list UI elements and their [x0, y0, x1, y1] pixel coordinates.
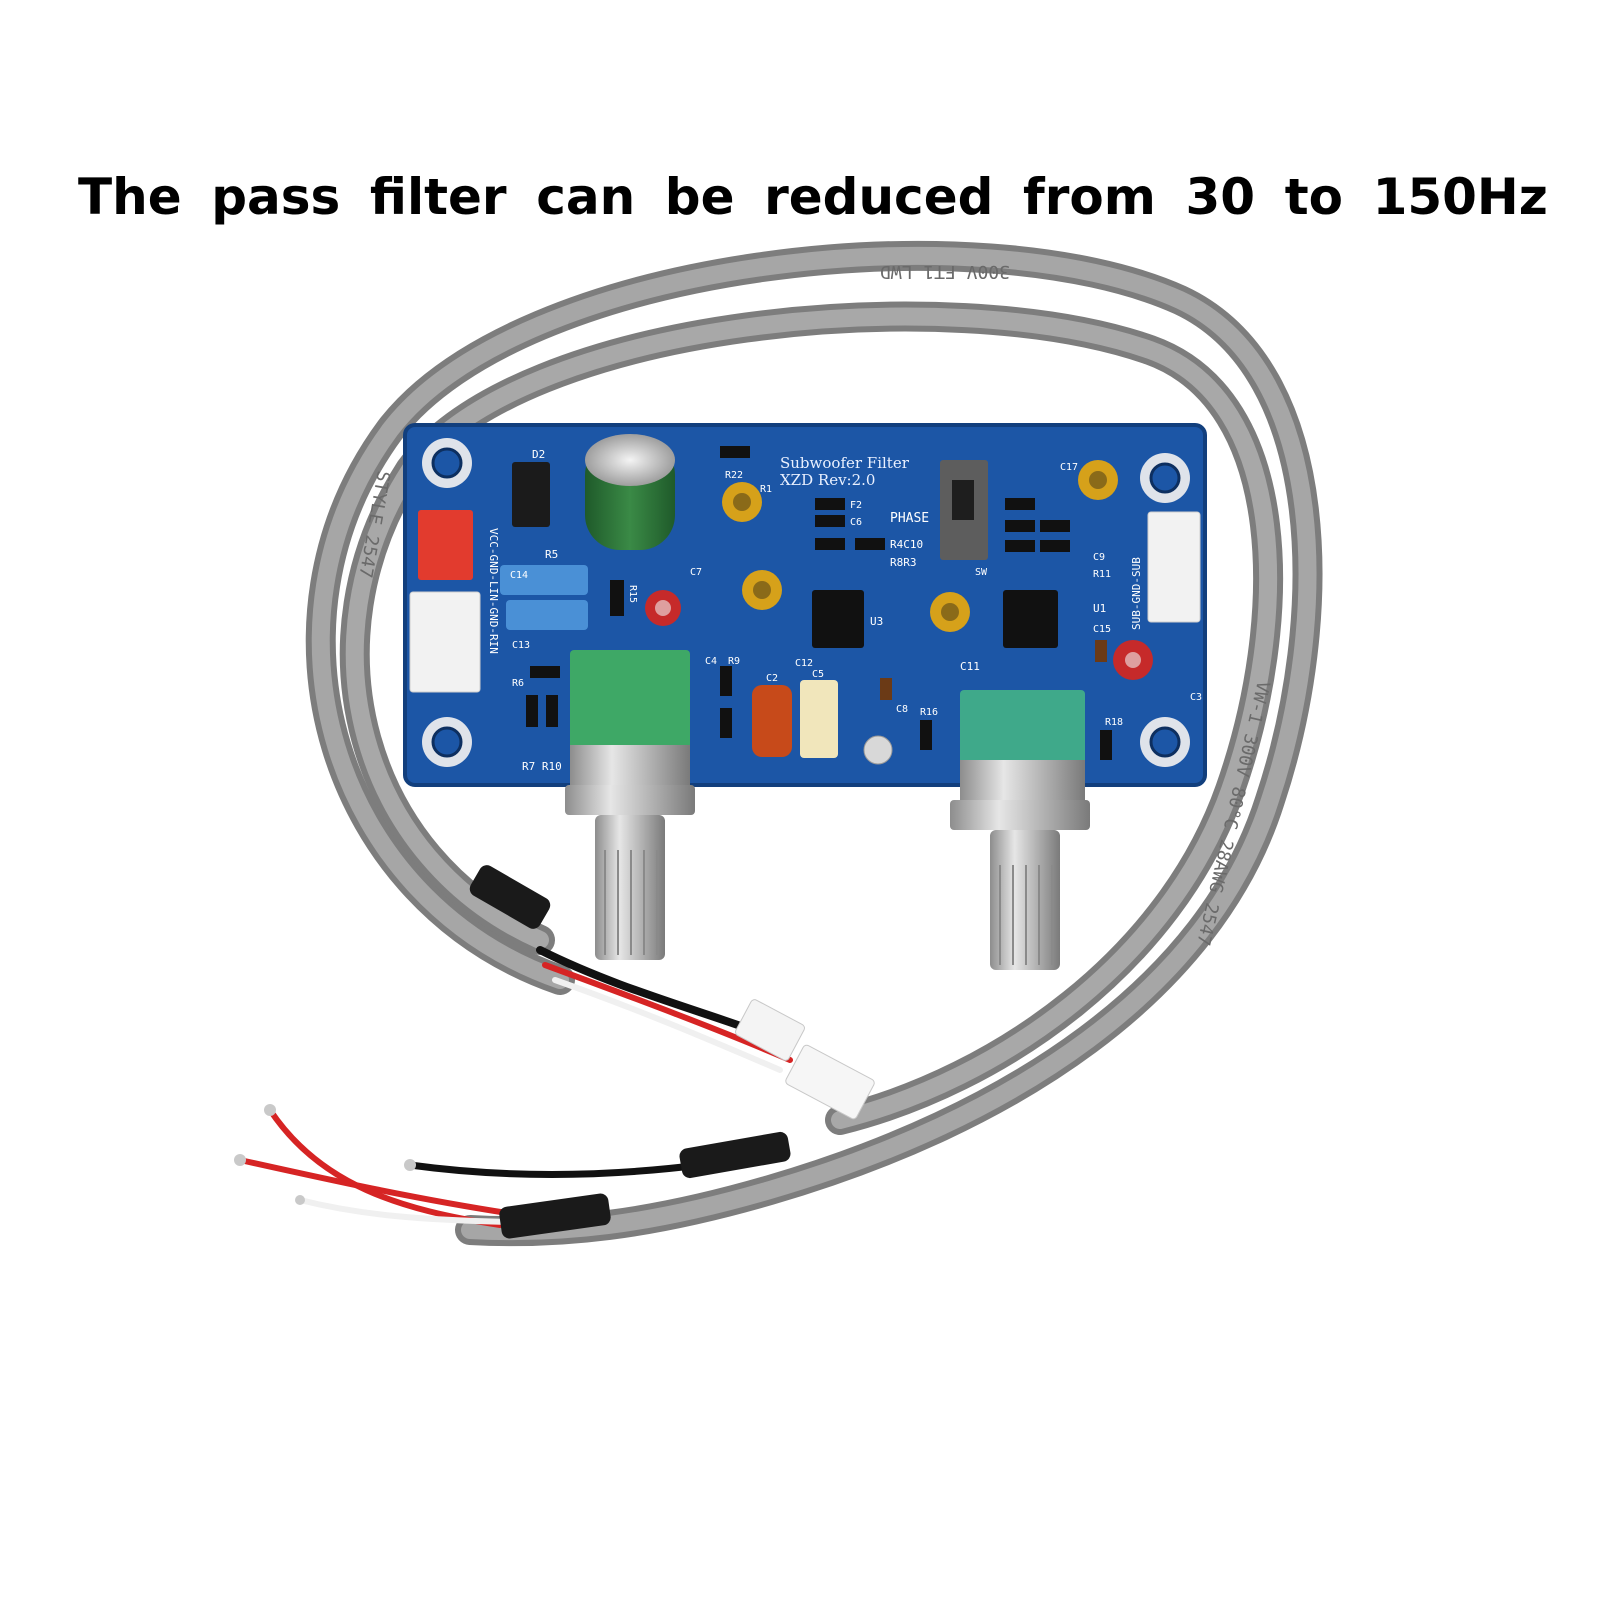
- ref-c6: C6: [850, 517, 862, 528]
- pcb-board: Subwoofer Filter XZD Rev:2.0 PHASE VCC-G…: [403, 423, 1207, 970]
- ref-c2: C2: [766, 673, 778, 684]
- ref-r4c10: R4C10: [890, 538, 923, 551]
- ref-c17: C17: [1060, 462, 1078, 473]
- left-header-label: VCC-GND-LIN-GND-RIN: [487, 528, 500, 654]
- ref-d2: D2: [532, 448, 545, 461]
- cream-capacitor: [800, 680, 838, 758]
- ref-c7: C7: [690, 567, 702, 578]
- headline: The pass filter can be reduced from 30 t…: [78, 168, 1548, 226]
- film-capacitor: [506, 600, 588, 630]
- ref-c4: C4: [705, 656, 717, 667]
- ref-c15: C15: [1093, 624, 1111, 635]
- ref-c5: C5: [812, 669, 824, 680]
- ref-sw: SW: [975, 567, 988, 578]
- gray-cable: [305, 240, 1323, 1247]
- ref-c12: C12: [795, 658, 813, 669]
- smd-resistors: [526, 446, 1112, 760]
- ref-c14: C14: [510, 570, 528, 581]
- headline-word: reduced: [764, 168, 994, 226]
- right-header-label: SUB-GND-SUB: [1130, 557, 1143, 630]
- potentiometer-left: [565, 650, 695, 960]
- power-connector: [418, 510, 473, 580]
- ref-r6: R6: [512, 678, 524, 689]
- ref-r1: R1: [760, 484, 772, 495]
- ref-r5: R5: [545, 548, 558, 561]
- small-capacitors: [645, 460, 1153, 680]
- ref-r18: R18: [1105, 717, 1123, 728]
- headline-word: 150Hz: [1372, 168, 1548, 226]
- cable-print-top: 300V FT1 LWD: [880, 261, 1010, 282]
- headline-word: The: [78, 168, 182, 226]
- heat-shrink: [234, 865, 875, 1239]
- board-title: Subwoofer Filter: [780, 454, 910, 472]
- headline-word: 30: [1185, 168, 1256, 226]
- ref-u3: U3: [870, 615, 883, 628]
- headline-word: pass: [211, 168, 341, 226]
- ref-c9: C9: [1093, 552, 1105, 563]
- ref-f2: F2: [850, 500, 862, 511]
- headline-word: filter: [369, 168, 507, 226]
- ic-u1: [1003, 590, 1058, 648]
- ref-c8: C8: [896, 704, 908, 715]
- film-capacitor: [500, 565, 588, 595]
- potentiometer-right: [950, 690, 1090, 970]
- headline-word: to: [1284, 168, 1343, 226]
- phase-label: PHASE: [890, 511, 929, 526]
- ref-r22: R22: [725, 470, 743, 481]
- diode: [512, 462, 550, 527]
- ref-c11: C11: [960, 660, 980, 673]
- orange-capacitor: [752, 685, 792, 757]
- ref-c13: C13: [512, 640, 530, 651]
- led: [863, 735, 893, 765]
- ref-c3: C3: [1190, 692, 1202, 703]
- output-connector: [1147, 511, 1201, 623]
- ref-r9: R9: [728, 656, 740, 667]
- board-revision: XZD Rev:2.0: [780, 471, 875, 489]
- ref-r16: R16: [920, 707, 938, 718]
- ref-r11: R11: [1093, 569, 1111, 580]
- ref-r15: R15: [627, 585, 638, 603]
- ref-r7-r10: R7 R10: [522, 760, 562, 773]
- ref-r8r3: R8R3: [890, 556, 917, 569]
- ic-u3: [812, 590, 864, 648]
- input-connector: [409, 591, 481, 693]
- mounting-holes: [422, 438, 1190, 767]
- loose-wires: [237, 946, 793, 1228]
- headline-word: be: [664, 168, 735, 226]
- headline-word: from: [1023, 168, 1156, 226]
- headline-word: can: [536, 168, 636, 226]
- ref-u1: U1: [1093, 602, 1106, 615]
